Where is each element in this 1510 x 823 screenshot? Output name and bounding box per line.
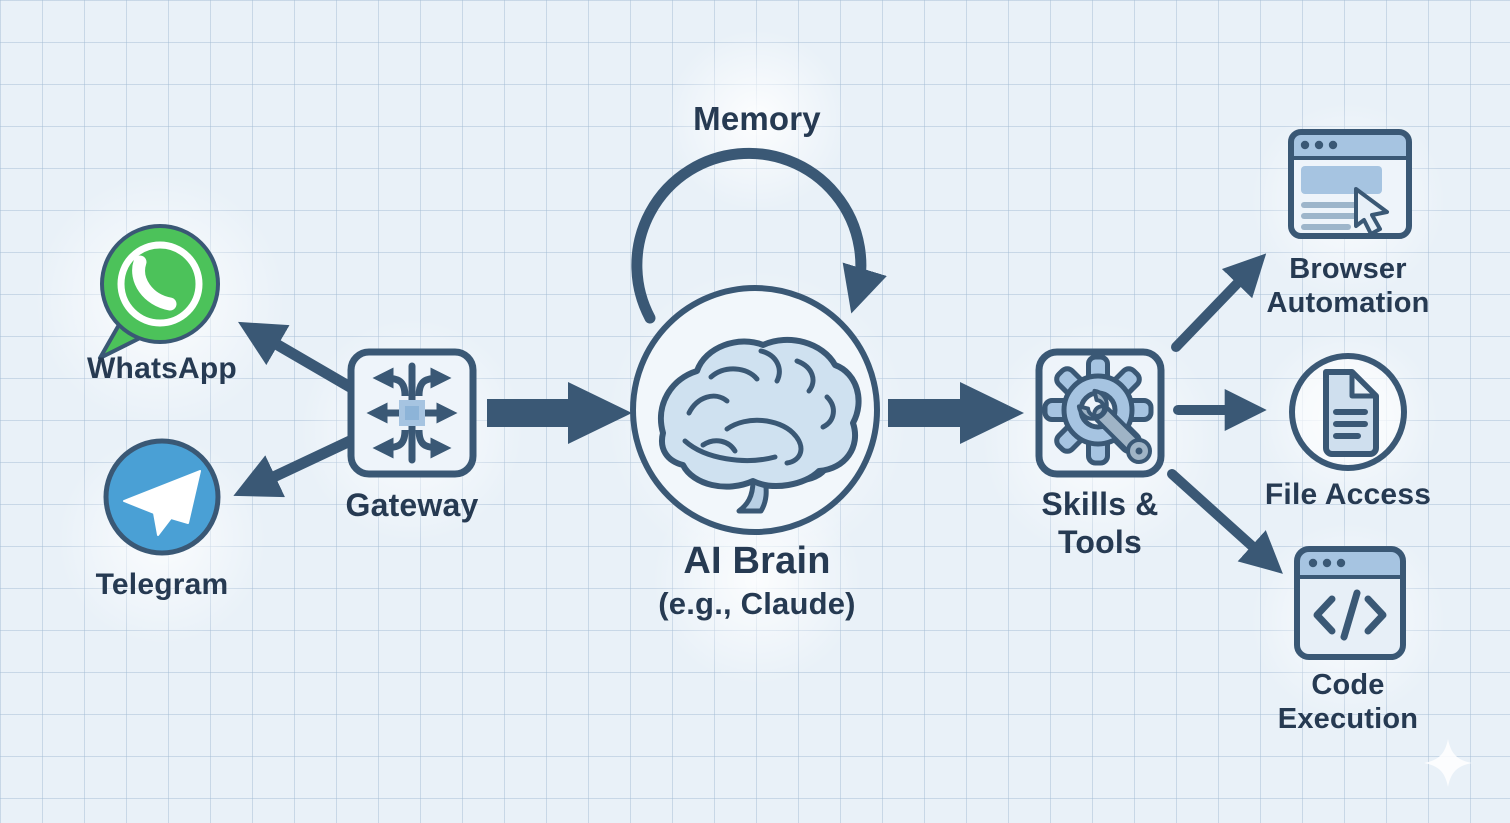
code-window-icon [1294,546,1406,660]
memory-loop-arrow [631,147,887,324]
whatsapp-icon [98,224,220,360]
ai-brain-sublabel: (e.g., Claude) [658,586,856,621]
gateway-label: Gateway [345,487,479,523]
arrow-gateway-to-brain [487,382,632,444]
gateway-router-icon [347,348,477,478]
arrow-gateway-to-telegram [233,435,356,498]
code-execution-label: Code Execution [1278,668,1418,736]
browser-automation-label-line2: Automation [1266,287,1430,320]
memory-label: Memory [693,100,821,137]
skills-tools-label: Skills & Tools [1041,486,1158,562]
code-execution-label-line2: Execution [1277,703,1419,736]
skills-tools-label-line2: Tools [1058,523,1142,560]
code-execution-label-line1: Code [1311,669,1385,701]
arrow-brain-to-skills [888,382,1024,444]
ai-brain-label: AI Brain [683,540,831,582]
arrow-skills-to-browser-automation [1171,253,1267,352]
skills-tools-label-line1: Skills & [1041,486,1159,522]
brain-icon [630,285,880,535]
arrow-skills-to-code-execution [1167,469,1283,574]
file-access-label: File Access [1264,478,1432,511]
browser-automation-label: Browser Automation [1266,252,1429,320]
document-icon [1289,353,1407,471]
browser-window-cursor-icon [1288,129,1412,239]
whatsapp-label: WhatsApp [87,352,237,385]
browser-automation-label-line1: Browser [1289,253,1407,285]
telegram-label: Telegram [95,568,229,601]
gear-wrench-icon [1035,348,1165,478]
sparkle-icon [1424,739,1472,787]
telegram-icon [103,438,221,556]
arrow-gateway-to-whatsapp [238,321,356,393]
